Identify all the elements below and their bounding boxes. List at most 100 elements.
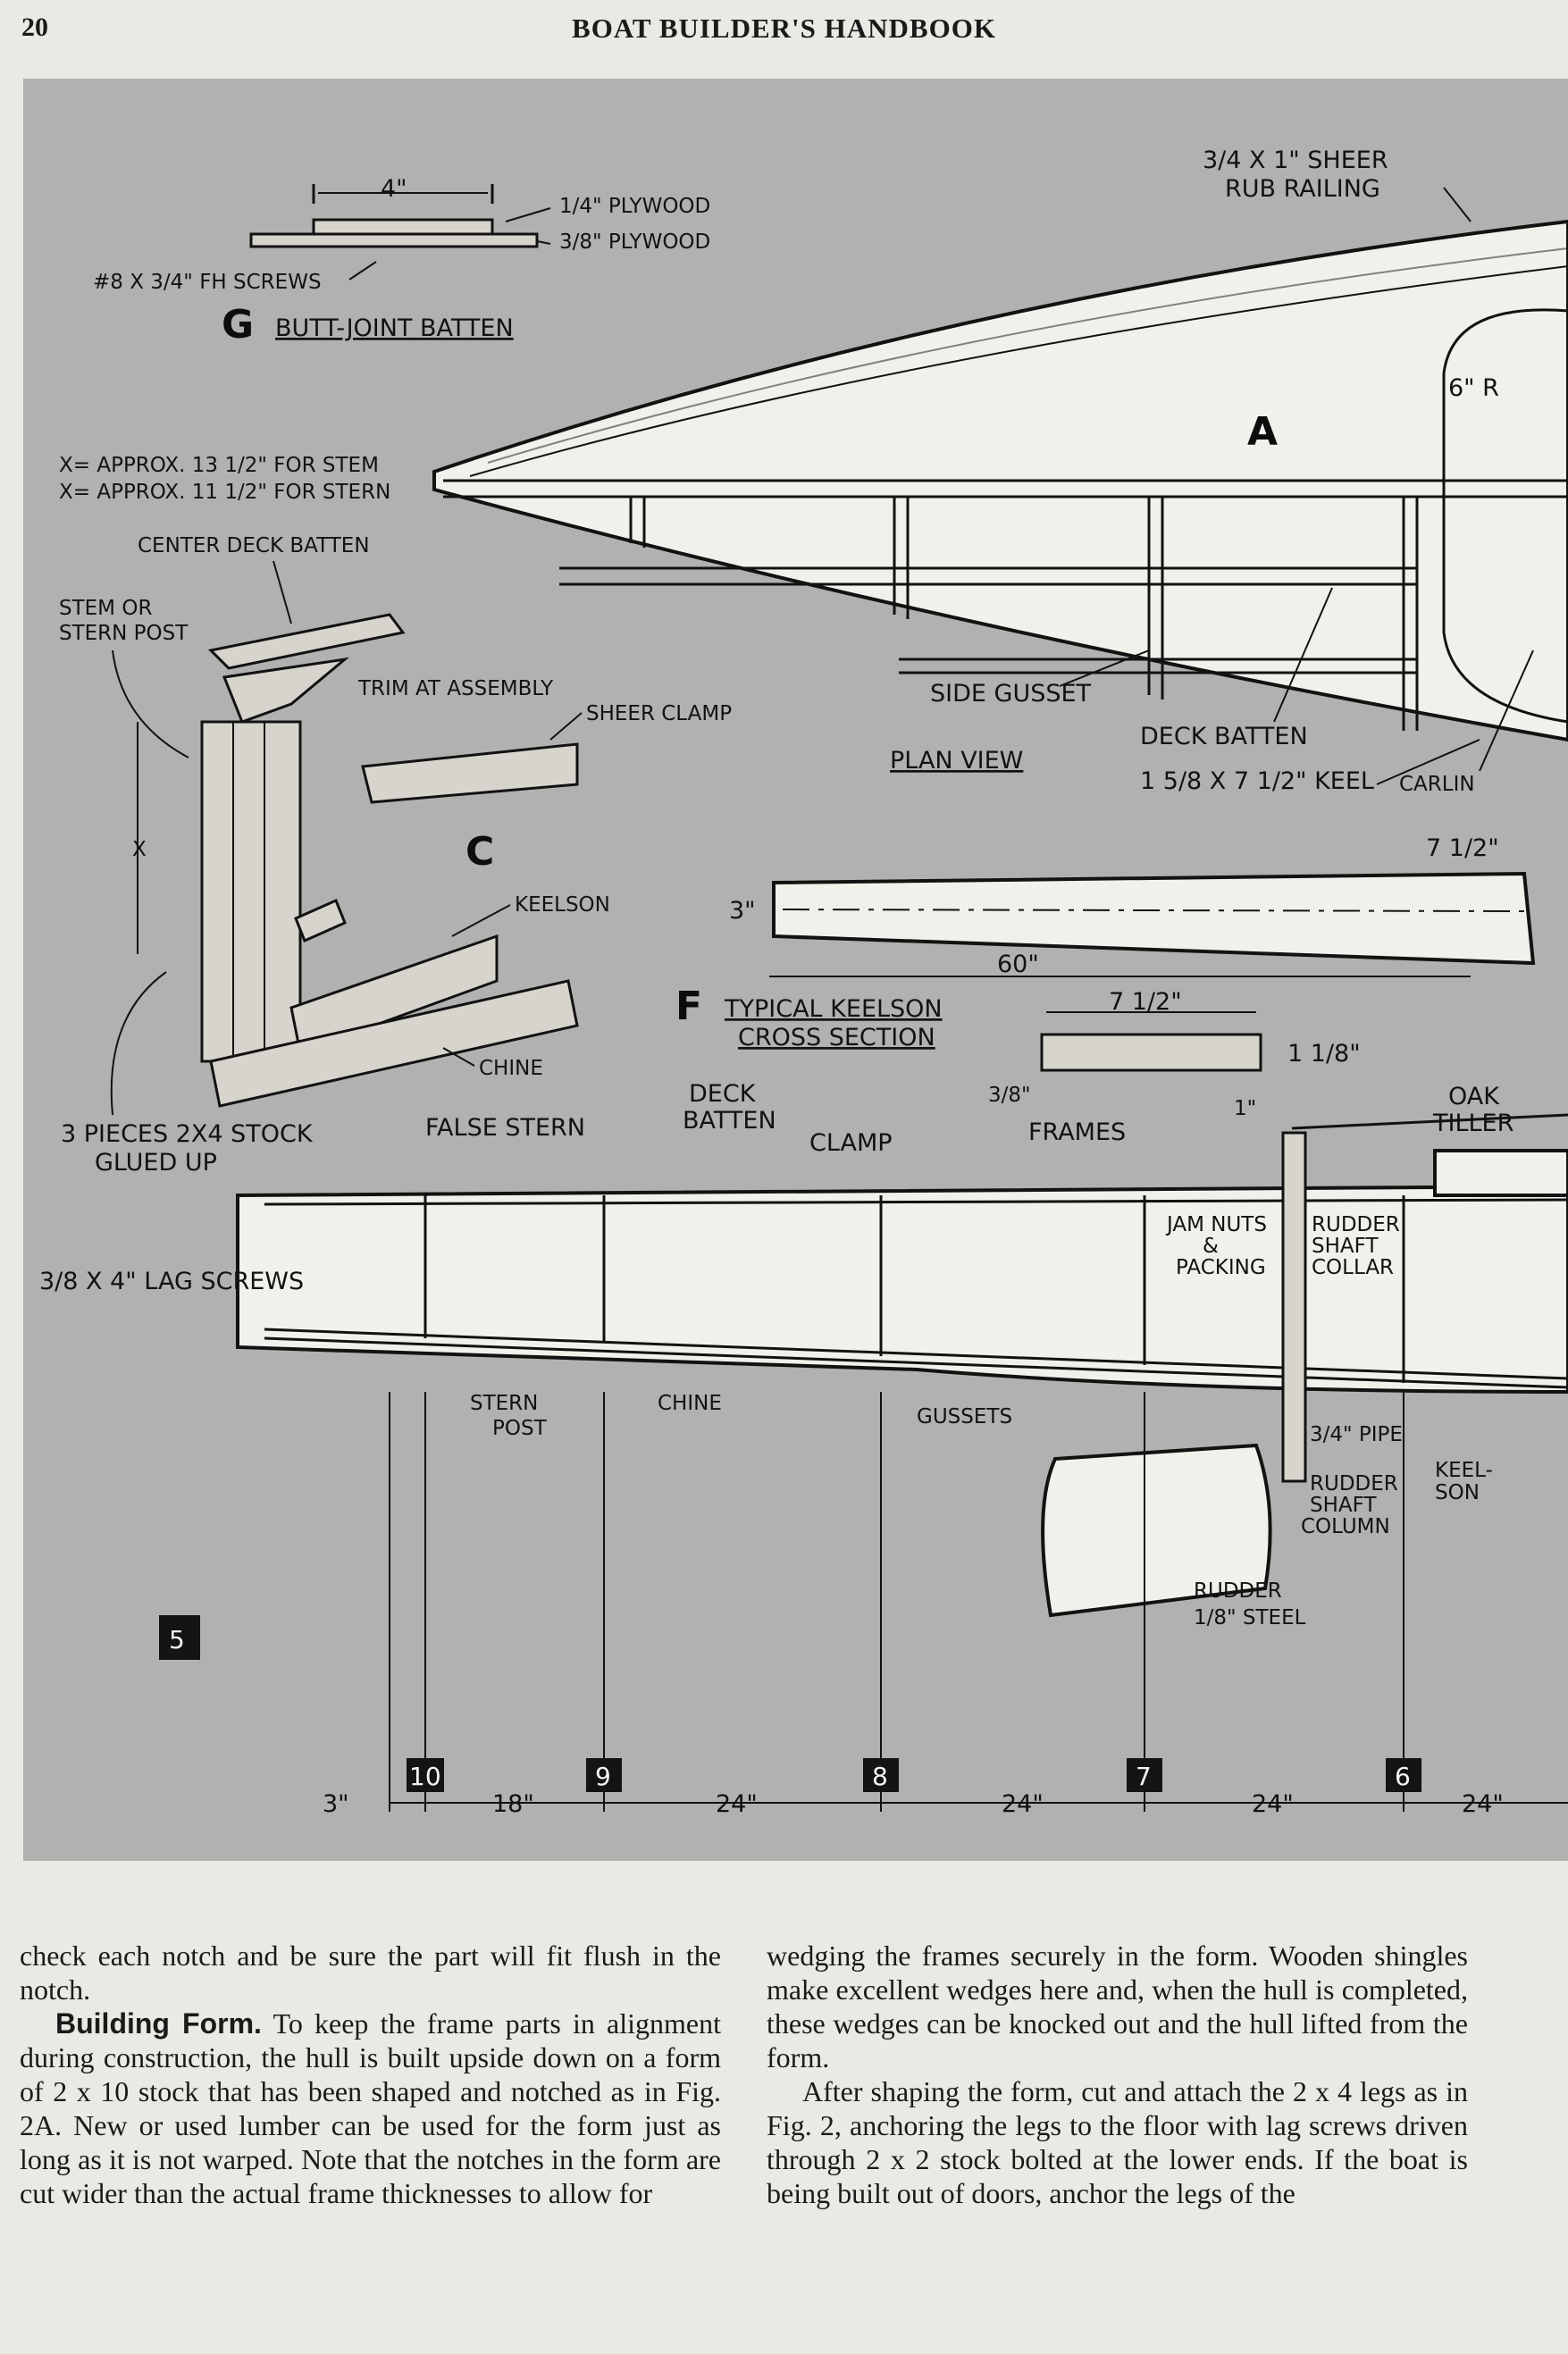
p-pipe: 3/4" PIPE [1310, 1423, 1403, 1446]
f-rabbet: 3/8" [988, 1084, 1031, 1107]
c-center-batten: CENTER DECK BATTEN [138, 534, 370, 557]
detail-f: 3" 7 1/2" 60" F TYPICAL KEELSON CROSS SE… [675, 834, 1536, 1120]
p-column3: COLUMN [1301, 1515, 1390, 1538]
f-title1: TYPICAL KEELSON [724, 995, 943, 1023]
center-batten-shape [207, 613, 406, 670]
p-collar: RUDDER [1312, 1213, 1400, 1236]
keelson-shape [289, 934, 499, 1055]
plan-letter: A [1247, 409, 1278, 455]
g-width: 4" [381, 175, 407, 203]
station-8-number: 8 [872, 1762, 888, 1791]
c-stem-post2: STERN POST [59, 622, 189, 645]
p-gussets: GUSSETS [917, 1405, 1012, 1428]
station-6-spacing: 24" [1462, 1790, 1504, 1818]
p-clamp: CLAMP [809, 1129, 893, 1157]
f-width: 7 1/2" [1109, 988, 1182, 1016]
p-false-stern: FALSE STERN [425, 1114, 585, 1142]
plan-sheer-rub: 3/4 X 1" SHEER [1203, 147, 1388, 174]
running-title: BOAT BUILDER'S HANDBOOK [572, 13, 996, 44]
keelson-elevation [772, 871, 1536, 966]
top-plywood-shape [312, 218, 494, 236]
p-keelson: KEEL- [1435, 1459, 1493, 1482]
left-paragraph-2: Building Form. To keep the frame parts i… [20, 2006, 721, 2210]
station-6-number: 6 [1395, 1762, 1411, 1791]
figure-drawing: 4" 1/4" PLYWOOD 3/8" PLYWOOD #8 X 3/4" F… [39, 147, 1568, 1818]
p-frames: FRAMES [1028, 1118, 1126, 1146]
g-bottom-ply: 3/8" PLYWOOD [559, 230, 710, 254]
p-jam-nuts2: & [1203, 1235, 1219, 1258]
station-6-box [1386, 1758, 1421, 1792]
station-9-box [586, 1758, 622, 1792]
c-sheer-clamp: SHEER CLAMP [586, 702, 732, 725]
figure-5: 4" 1/4" PLYWOOD 3/8" PLYWOOD #8 X 3/4" F… [23, 79, 1568, 1861]
rudder-plate [1041, 1443, 1272, 1618]
g-letter: G [222, 302, 254, 348]
f-edge: 1" [1234, 1097, 1256, 1120]
trim-block [222, 657, 350, 724]
p-keelson2: SON [1435, 1481, 1480, 1504]
p-column: RUDDER [1310, 1472, 1398, 1495]
building-form-heading: Building Form. [55, 2007, 262, 2040]
c-pieces2: GLUED UP [95, 1149, 217, 1177]
p-deck-batten: DECK [689, 1080, 757, 1108]
station-10-box [407, 1758, 444, 1792]
f-letter: F [675, 984, 702, 1029]
station-8-box [863, 1758, 899, 1792]
building-form-text: To keep the frame parts in alignment dur… [20, 2007, 722, 2209]
plan-keel: 1 5/8 X 7 1/2" KEEL [1140, 767, 1374, 795]
c-keelson: KEELSON [515, 893, 610, 917]
bottom-plywood-shape [249, 232, 539, 248]
p-oak: OAK [1448, 1083, 1500, 1110]
station-7-number: 7 [1136, 1762, 1152, 1791]
profile-view: FALSE STERN DECK BATTEN CLAMP FRAMES OAK… [39, 1080, 1568, 1629]
stem-post-block [200, 720, 302, 1063]
detail-c: X= APPROX. 13 1/2" FOR STEM X= APPROX. 1… [59, 454, 732, 1177]
plan-view: 3/4 X 1" SHEER RUB RAILING 6" R A SIDE G… [432, 147, 1568, 796]
sheer-clamp-shape [361, 742, 579, 804]
p-chine: CHINE [658, 1392, 722, 1415]
page-number: 20 [21, 13, 48, 42]
left-paragraph-1: check each notch and be sure the part wi… [20, 1939, 721, 2006]
station-8-spacing: 24" [1002, 1790, 1044, 1818]
keelson-section [1040, 1033, 1262, 1072]
station-10-number: 10 [409, 1762, 441, 1791]
station-7-box [1127, 1758, 1162, 1792]
p-jam-nuts3: PACKING [1176, 1256, 1266, 1279]
p-collar3: COLLAR [1312, 1256, 1394, 1279]
f-title2: CROSS SECTION [738, 1024, 935, 1051]
c-letter: C [465, 829, 494, 875]
text-column-right: wedging the frames securely in the form.… [767, 1939, 1468, 2210]
c-stem-post: STEM OR [59, 597, 152, 620]
p-lag-screws: 3/8 X 4" LAG SCREWS [39, 1268, 304, 1295]
c-x-stem: X= APPROX. 13 1/2" FOR STEM [59, 454, 379, 477]
oak-tiller-shape [1291, 1113, 1568, 1130]
plan-radius: 6" R [1448, 374, 1499, 402]
text-column-left: check each notch and be sure the part wi… [20, 1939, 721, 2210]
p-jam-nuts: JAM NUTS [1165, 1213, 1267, 1236]
f-length: 60" [997, 951, 1039, 978]
chine-shape [209, 979, 579, 1108]
detail-g: 4" 1/4" PLYWOOD 3/8" PLYWOOD #8 X 3/4" F… [93, 175, 710, 348]
c-x: X [132, 838, 147, 861]
station-9-number: 9 [595, 1762, 611, 1791]
p-rudder2: 1/8" STEEL [1194, 1606, 1306, 1629]
station-9-spacing: 24" [716, 1790, 758, 1818]
f-end-width: 7 1/2" [1426, 834, 1499, 862]
p-stern-post: STERN [470, 1392, 538, 1415]
plan-sheer-rub2: RUB RAILING [1225, 175, 1380, 203]
p-tiller: TILLER [1432, 1110, 1513, 1137]
plan-title: PLAN VIEW [890, 747, 1023, 775]
station-7-spacing: 24" [1252, 1790, 1294, 1818]
f-depth: 3" [729, 897, 756, 925]
p-deck-batten2: BATTEN [683, 1107, 776, 1135]
station-dimensions: 3" 10 18" 9 24" 8 24" 7 24" 6 24" 5 [159, 1392, 1568, 1818]
figure-number-box [159, 1615, 200, 1660]
right-paragraph-1: wedging the frames securely in the form.… [767, 1939, 1468, 2073]
c-pieces: 3 PIECES 2X4 STOCK [61, 1120, 314, 1148]
figure-number: 5 [169, 1625, 185, 1655]
stern-offset: 3" [323, 1790, 349, 1818]
p-collar2: SHAFT [1312, 1235, 1379, 1258]
p-rudder: RUDDER [1194, 1579, 1282, 1603]
g-top-ply: 1/4" PLYWOOD [559, 195, 710, 218]
station-10-spacing: 18" [492, 1790, 534, 1818]
